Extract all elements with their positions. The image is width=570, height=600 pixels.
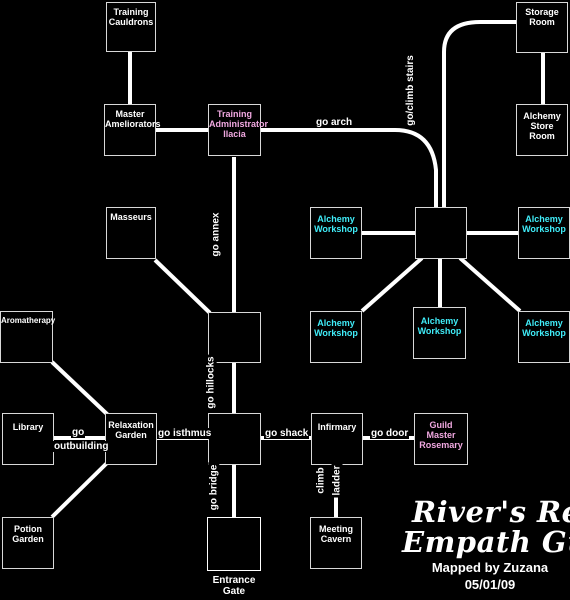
room-alchemy-workshop-4[interactable]: Alchemy Workshop	[413, 307, 466, 359]
path-go-arch	[261, 128, 438, 207]
room-label: Training Administrator Ilacia	[209, 109, 269, 139]
map-credit: Mapped by Zuzana	[431, 560, 549, 575]
room-alchemy-workshop-5[interactable]: Alchemy Workshop	[518, 311, 570, 363]
room-entrance-gate[interactable]	[207, 517, 261, 571]
room-meeting-cavern[interactable]: Meeting Cavern	[310, 517, 362, 569]
room-label: Masseurs	[110, 212, 152, 222]
room-alchemy-workshop-3[interactable]: Alchemy Workshop	[310, 311, 362, 363]
map-title-line-1: River's Rest	[412, 495, 570, 529]
room-label: Meeting Cavern	[318, 524, 353, 544]
room-annex-junction[interactable]	[208, 312, 261, 363]
label-go-isthmus: go isthmus	[157, 428, 213, 439]
label-go-arch: go arch	[315, 117, 354, 128]
room-master-ameliorators[interactable]: Master Ameliorators	[104, 104, 161, 156]
room-alchemy-workshop-1[interactable]: Alchemy Workshop	[310, 207, 362, 259]
label-ladder: ladder	[331, 462, 343, 498]
room-label: Master Ameliorators	[105, 109, 161, 129]
room-aromatherapy[interactable]: Aromatherapy	[0, 311, 56, 363]
room-label: Library	[12, 422, 44, 432]
map-date: 05/01/09	[464, 577, 516, 592]
entrance-gate-label: Entrance Gate	[212, 575, 256, 597]
path-hub-workshop-5	[458, 256, 522, 313]
label-outbuilding: outbuilding	[53, 441, 110, 452]
room-potion-garden[interactable]: Potion Garden	[2, 517, 54, 569]
room-label: Relaxation Garden	[108, 420, 154, 440]
room-alchemy-store[interactable]: Alchemy Store Room	[516, 104, 568, 156]
room-training-administrator[interactable]: Training Administrator Ilacia	[208, 104, 269, 156]
path-potion-garden	[50, 460, 110, 519]
path-go-climb-stairs	[442, 20, 516, 207]
label-climb: climb	[315, 464, 327, 496]
room-masseurs[interactable]: Masseurs	[106, 207, 156, 259]
label-go-climb-stairs: go/climb stairs	[404, 52, 416, 128]
map-title-line-2: Empath Guild	[402, 525, 570, 559]
label-go: go	[71, 427, 86, 438]
room-label: Training Cauldrons	[108, 7, 154, 27]
room-label: Alchemy Workshop	[314, 214, 358, 234]
room-storage[interactable]: Storage Room	[516, 2, 568, 53]
room-training-cauldrons[interactable]: Training Cauldrons	[106, 2, 156, 52]
room-alchemy-hub[interactable]	[415, 207, 467, 259]
room-alchemy-workshop-2[interactable]: Alchemy Workshop	[518, 207, 570, 259]
label-go-bridge: go bridge	[207, 462, 219, 512]
room-label: Infirmary	[317, 422, 357, 432]
label-go-shack: go shack	[264, 428, 310, 439]
room-label: Guild Master Rosemary	[419, 420, 463, 450]
room-label: Alchemy Workshop	[417, 316, 462, 336]
room-label: Storage Room	[525, 7, 559, 27]
path-aromatherapy	[50, 360, 110, 417]
room-label: Alchemy Workshop	[522, 214, 566, 234]
label-go-annex: go annex	[209, 210, 221, 258]
path-masseurs	[153, 258, 212, 315]
room-label: Alchemy Workshop	[314, 318, 358, 338]
room-infirmary[interactable]: Infirmary	[311, 413, 363, 465]
room-label: Alchemy Workshop	[522, 318, 566, 338]
room-label: Aromatherapy	[1, 316, 56, 325]
path-hub-workshop-3	[360, 256, 424, 313]
label-go-door: go door	[370, 428, 410, 439]
room-guild-master[interactable]: Guild Master Rosemary	[414, 413, 468, 465]
room-relaxation-garden[interactable]: Relaxation Garden	[105, 413, 157, 465]
room-library[interactable]: Library	[2, 413, 54, 465]
label-go-hillocks: go hillocks	[205, 353, 217, 411]
room-label: Potion Garden	[12, 524, 44, 544]
room-label: Alchemy Store Room	[523, 111, 561, 141]
room-central-junction[interactable]	[208, 413, 261, 465]
